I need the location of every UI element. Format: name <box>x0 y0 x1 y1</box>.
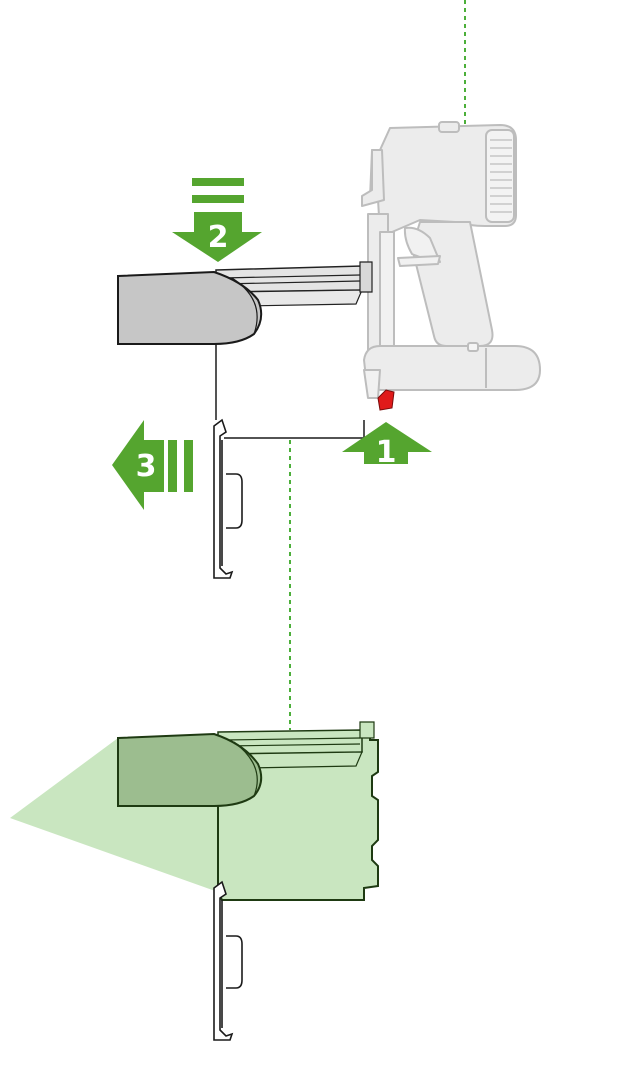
arrow-left-icon <box>112 420 164 510</box>
bin-door-lower <box>213 880 243 1041</box>
highlight-beam <box>10 738 218 892</box>
step-2-bar-1 <box>192 178 244 186</box>
step-1-number: 1 <box>376 435 397 470</box>
arrow-down-icon <box>172 212 262 262</box>
bin-door-upper <box>213 418 243 579</box>
bin-highlighted-lower <box>117 721 379 901</box>
bin-outline <box>215 344 365 439</box>
step-3-bar-1 <box>168 440 177 492</box>
release-catch <box>377 389 395 411</box>
step-3-number: 3 <box>136 449 157 484</box>
step-2-bar-2 <box>192 195 244 203</box>
bin-cyclone-upper <box>117 261 373 345</box>
step-2-number: 2 <box>208 220 229 255</box>
step-3-bar-2 <box>184 440 193 492</box>
step-1-arrow: 1 <box>342 422 432 470</box>
vacuum-handheld <box>361 121 541 399</box>
arrow-up-icon <box>342 422 432 464</box>
step-3-arrow: 3 <box>112 420 193 510</box>
step-2-arrow: 2 <box>172 178 262 262</box>
